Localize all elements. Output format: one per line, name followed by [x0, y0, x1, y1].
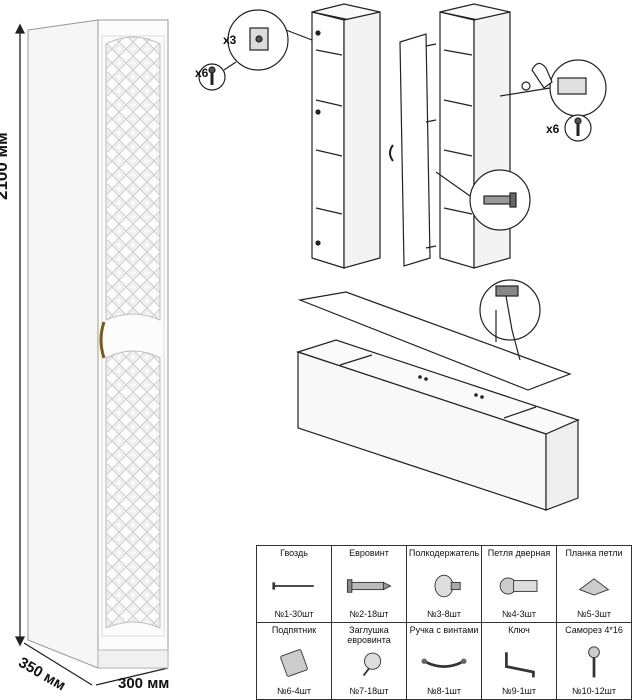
part-count: №5-3шт [576, 609, 611, 619]
handle-icon [421, 658, 467, 668]
screw-cap-icon [362, 652, 382, 677]
part-name: Заглушка евровинта [347, 625, 391, 645]
self-tap-screw-icon [588, 646, 600, 678]
part-cell-hex-key: Ключ №9-1шт [481, 622, 557, 700]
euroscrew-icon [346, 579, 392, 593]
part-name: Петля дверная [487, 548, 551, 558]
part-count: №3-8шт [426, 609, 461, 619]
part-name: Ручка с винтами [409, 625, 479, 635]
width-dimension-line [95, 667, 169, 686]
part-cell-foot-pad: Подпятник №6-4шт [256, 622, 332, 700]
hinge-plate-icon [578, 578, 610, 596]
back-panel [297, 291, 572, 391]
hammer-icon [479, 279, 541, 361]
part-cell-nail: Гвоздь №1-30шт [256, 545, 332, 623]
part-name: Гвоздь [280, 548, 308, 558]
door-hinge-icon [499, 577, 538, 595]
part-cell-euroscrew: Евровинт №2-18шт [331, 545, 407, 623]
foot-pad-icon [280, 649, 308, 677]
hinge-multiplier-label: x3 [223, 33, 237, 47]
part-name: Подпятник [271, 625, 317, 635]
part-count: №6-4шт [276, 686, 311, 696]
part-cell-hinge-plate: Планка петли №5-3шт [556, 545, 632, 623]
part-cell-handle: Ручка с винтами №8-1шт [406, 622, 482, 700]
shelf-holder-icon [434, 574, 461, 598]
part-cell-screw-cap: Заглушка евровинта №7-18шт [331, 622, 407, 700]
width-dimension: 300 мм [118, 675, 170, 692]
part-name: Планка петли [565, 548, 623, 558]
part-cell-door-hinge: Петля дверная №4-3шт [481, 545, 557, 623]
part-count: №1-30шт [274, 609, 314, 619]
door-panel [389, 33, 437, 267]
part-count: №4-3шт [501, 609, 536, 619]
cabinet-carcass-left [311, 3, 381, 269]
part-count: №7-18шт [349, 686, 389, 696]
parts-table: Гвоздь №1-30шт Евровинт №2-18шт Полкодер… [256, 545, 632, 700]
wardrobe-front-view [27, 19, 169, 669]
euroscrew-callout [435, 169, 531, 231]
part-count: №9-1шт [501, 686, 536, 696]
height-dimension: 2100 мм [0, 132, 11, 200]
height-dimension-line [14, 23, 26, 647]
hex-key-icon [505, 652, 535, 678]
nail-icon [272, 582, 314, 590]
screw-multiplier-right-label: x6 [546, 122, 560, 136]
part-cell-self-tap-screw: Саморез 4*16 №10-12шт [556, 622, 632, 700]
screw-multiplier-left-label: x6 [195, 66, 209, 80]
part-count: №10-12шт [571, 686, 616, 696]
carcass-lying [296, 339, 580, 511]
part-name: Евровинт [349, 548, 389, 558]
screw-x6-callout-left [198, 61, 237, 91]
hinge-install-callout [499, 59, 607, 117]
screw-x6-callout-right [564, 114, 592, 142]
part-cell-shelf-holder: Полкодержатель №3-8шт [406, 545, 482, 623]
depth-dimension-line [23, 642, 93, 686]
part-name: Ключ [508, 625, 530, 635]
hinge-detail-callout [227, 9, 313, 71]
part-name: Саморез 4*16 [565, 625, 623, 635]
part-name: Полкодержатель [408, 548, 480, 558]
part-count: №2-18шт [349, 609, 389, 619]
part-count: №8-1шт [426, 686, 461, 696]
